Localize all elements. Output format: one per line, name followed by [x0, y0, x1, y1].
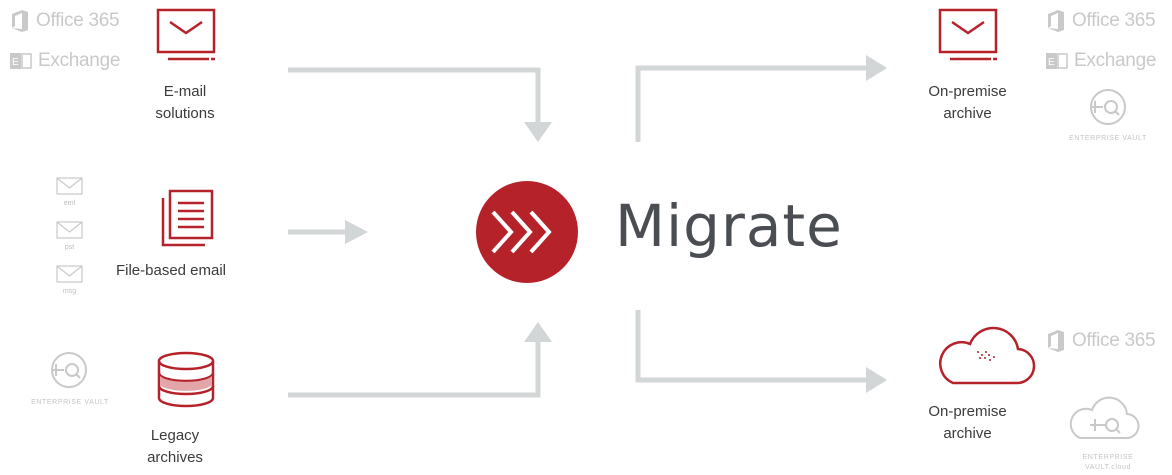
enterprise-vault-cloud-caption: ENTERPRISE VAULT.cloud [1058, 453, 1158, 473]
cloud-icon [939, 326, 1036, 385]
cloud-archive-label: On-premise archive [905, 401, 1030, 445]
migrate-title: Migrate [615, 192, 843, 260]
enterprise-vault-icon-right [1090, 89, 1126, 125]
email-monitor-icon [156, 8, 216, 61]
legacy-archives-label: Legacy archives [120, 425, 230, 469]
enterprise-vault-caption-right: ENTERPRISE VAULT [1069, 135, 1147, 142]
onprem-label-line2: archive [943, 105, 992, 122]
database-icon [157, 351, 215, 408]
enterprise-vault-cloud-icon [1069, 396, 1140, 440]
format-label-pst: pst [64, 244, 75, 251]
office-icon [1048, 10, 1064, 32]
arrowhead-right-cloud [866, 367, 887, 393]
exchange-text: Exchange [38, 50, 121, 71]
ev-cloud-line1: ENTERPRISE [1082, 454, 1134, 461]
svg-text:E: E [1048, 57, 1055, 68]
format-label-msg: msg [62, 288, 77, 295]
legacy-label-line2: archives [147, 449, 203, 466]
arrow-legacy-to-migrate [288, 342, 541, 398]
target-email-monitor-icon [938, 8, 998, 61]
email-solutions-label: E-mail solutions [120, 81, 250, 125]
office-icon [1048, 330, 1064, 352]
pst-envelope-icon [56, 221, 83, 239]
eml-envelope-icon [56, 177, 83, 195]
exchange-icon: E [10, 53, 32, 69]
office365-text: Office 365 [1072, 330, 1156, 351]
email-label-line1: E-mail [163, 83, 207, 100]
office365-text: Office 365 [36, 10, 120, 31]
office365-text: Office 365 [1072, 10, 1156, 31]
arrowhead-up [524, 322, 552, 342]
ev-cloud-line2: VAULT.cloud [1084, 464, 1132, 471]
migrate-chevrons-icon [476, 181, 578, 283]
cloud-label-line2: archive [943, 425, 992, 442]
file-based-email-label: File-based email [115, 262, 227, 279]
arrow-migrate-to-onprem [635, 65, 866, 142]
exchange-logo-right: E Exchange [1046, 50, 1156, 72]
arrowhead-down [524, 122, 552, 142]
arrow-email-to-migrate [288, 67, 541, 122]
arrowhead-right-onprem [866, 55, 887, 81]
office365-logo-cloud: Office 365 [1046, 330, 1156, 352]
arrow-migrate-to-cloud [635, 310, 866, 383]
arrow-heads [345, 55, 887, 393]
format-label-eml: eml [63, 200, 76, 207]
arrowhead-right-file [345, 220, 368, 244]
office365-logo-right: Office 365 [1046, 10, 1156, 32]
onprem-archive-label: On-premise archive [905, 81, 1030, 125]
legacy-label-line1: Legacy [150, 427, 200, 444]
exchange-icon: E [1046, 53, 1068, 69]
flow-arrows [288, 65, 866, 398]
enterprise-vault-icon [51, 352, 87, 388]
exchange-logo-left: E Exchange [10, 50, 120, 72]
email-label-line2: solutions [155, 105, 215, 122]
documents-icon [161, 189, 214, 247]
exchange-text: Exchange [1074, 50, 1157, 71]
office-icon [12, 10, 28, 32]
office365-logo-left: Office 365 [10, 10, 120, 32]
svg-text:E: E [12, 57, 19, 68]
msg-envelope-icon [56, 265, 83, 283]
cloud-label-line1: On-premise [928, 403, 1007, 420]
enterprise-vault-caption-left: ENTERPRISE VAULT [31, 399, 109, 406]
onprem-label-line1: On-premise [928, 83, 1007, 100]
